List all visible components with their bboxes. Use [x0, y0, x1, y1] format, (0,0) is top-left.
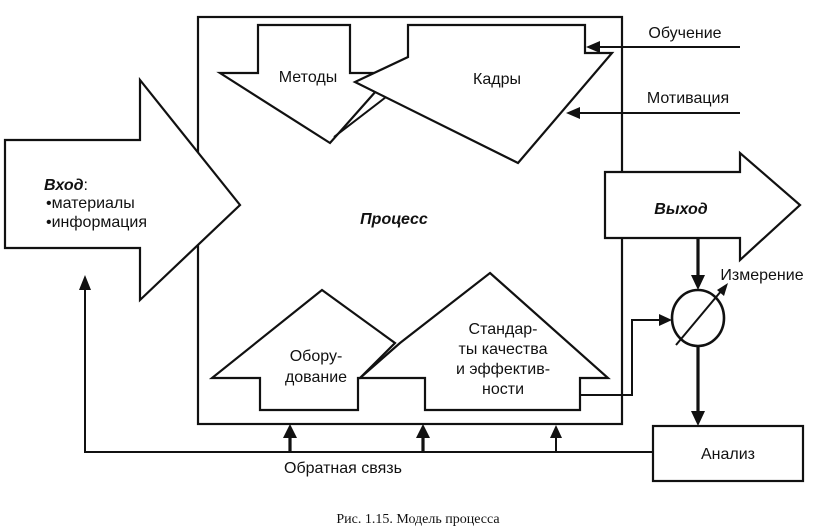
measure-to-analysis-arrowhead	[691, 411, 705, 426]
output-to-measure-arrowhead	[691, 275, 705, 290]
staff-arrow	[352, 23, 615, 165]
feedback-arrowhead-standards-2	[550, 425, 562, 438]
input-item-materials: •материалы	[46, 195, 135, 212]
methods-staff-divider	[333, 96, 387, 138]
feedback-line	[84, 290, 653, 453]
standards-label-line-4: ности	[482, 381, 524, 398]
input-label: Вход:	[44, 177, 88, 194]
output-label: Выход	[654, 201, 707, 218]
standards-to-measure-arrowhead	[659, 314, 672, 326]
feedback-arrowhead-equipment	[283, 424, 297, 438]
process-label: Процесс	[360, 211, 428, 228]
methods-label: Методы	[279, 69, 337, 86]
analysis-label: Анализ	[701, 446, 755, 463]
input-item-information: •информация	[46, 214, 147, 231]
motivation-label: Мотивация	[647, 90, 729, 107]
standards-label-line-2: ты качества	[459, 341, 548, 358]
analysis-box	[651, 424, 805, 483]
measurement-label: Измерение	[720, 267, 803, 284]
staff-label: Кадры	[473, 71, 521, 88]
output-arrow	[603, 150, 802, 263]
training-arrowhead	[586, 41, 600, 53]
methods-arrow	[216, 23, 395, 145]
standards-label-line-3: и эффектив-	[456, 361, 550, 378]
input-arrow	[3, 76, 242, 303]
feedback-label: Обратная связь	[284, 460, 402, 477]
figure-caption: Рис. 1.15. Модель процесса	[336, 512, 500, 527]
feedback-arrowhead-standards-1	[416, 424, 430, 438]
standards-to-measure-line	[580, 319, 660, 396]
standards-arrow	[357, 271, 611, 412]
equipment-label-line-2: дование	[285, 369, 347, 386]
feedback-arrowhead-input	[79, 275, 91, 290]
training-label: Обучение	[648, 25, 721, 42]
standards-label-line-1: Стандар-	[469, 321, 538, 338]
motivation-arrowhead	[566, 107, 580, 119]
equipment-arrow	[208, 288, 397, 412]
equipment-label-line-1: Обору-	[290, 348, 343, 365]
measurement-needle	[675, 289, 723, 346]
measurement-needle-head	[717, 283, 728, 296]
